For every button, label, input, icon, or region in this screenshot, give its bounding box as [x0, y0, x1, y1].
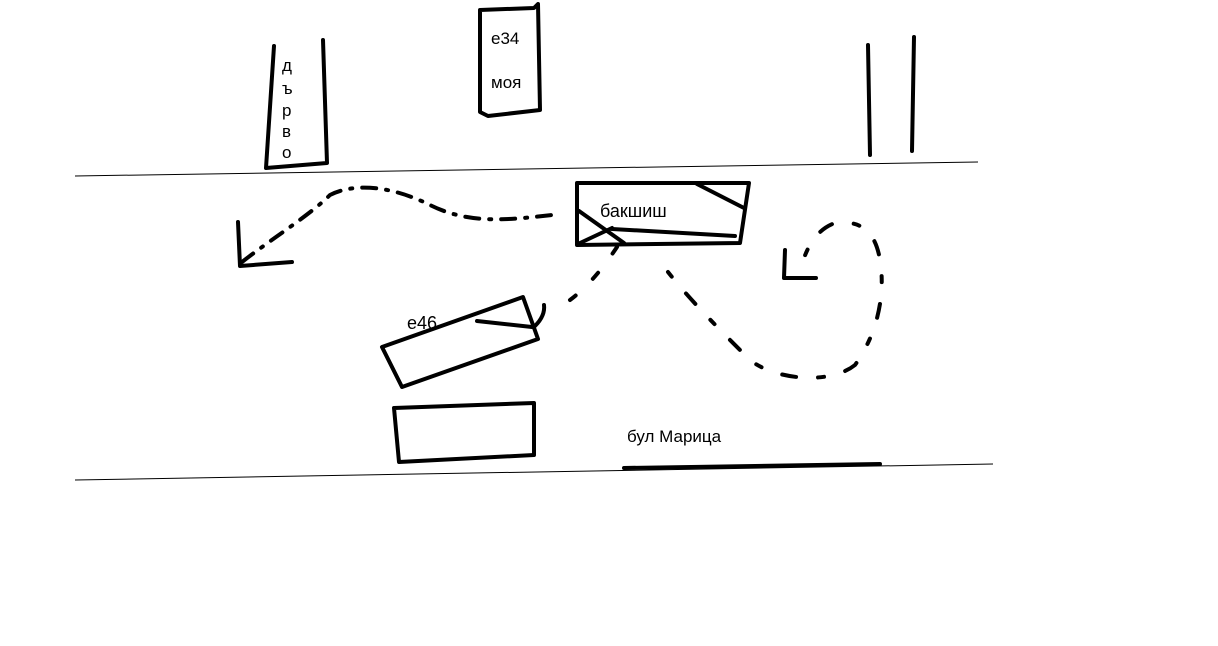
tree-letter-1: д — [282, 56, 292, 75]
tree-letter-3: р — [282, 101, 291, 120]
tree-letter-2: ъ — [282, 79, 293, 98]
car-e34-model-label: е34 — [491, 29, 519, 48]
car-tip-mark-1 — [695, 182, 746, 210]
car-e46-mark — [475, 319, 534, 329]
car-bottom-shape — [392, 401, 536, 464]
car-e46-shape — [380, 295, 540, 389]
trajectory-right-loop — [666, 220, 884, 380]
post-right — [910, 35, 916, 153]
trajectory-left — [240, 185, 562, 264]
car-tip-shape — [575, 181, 751, 247]
tree-letter-4: в — [282, 122, 291, 141]
tree-shape — [264, 38, 329, 170]
car-e34-owner-label: моя — [491, 73, 521, 92]
car-tip-mark-2 — [577, 209, 626, 245]
arrow-right-icon — [782, 248, 818, 280]
trajectory-e46-end — [533, 303, 547, 328]
arrow-left-icon — [236, 220, 294, 268]
post-left — [866, 43, 872, 157]
car-tip-mark-4 — [610, 227, 737, 238]
road-edge-top — [74, 161, 979, 177]
car-tip-label: бакшиш — [600, 201, 667, 221]
curb-line — [622, 462, 882, 470]
car-e46-label: е46 — [407, 313, 437, 333]
trajectory-middle — [568, 245, 619, 302]
tree-letter-5: о — [282, 143, 291, 162]
car-e34-shape — [478, 2, 542, 118]
road-edge-bottom — [74, 463, 994, 481]
street-label: бул Марица — [627, 427, 722, 446]
car-tip-mark-3 — [578, 226, 614, 245]
